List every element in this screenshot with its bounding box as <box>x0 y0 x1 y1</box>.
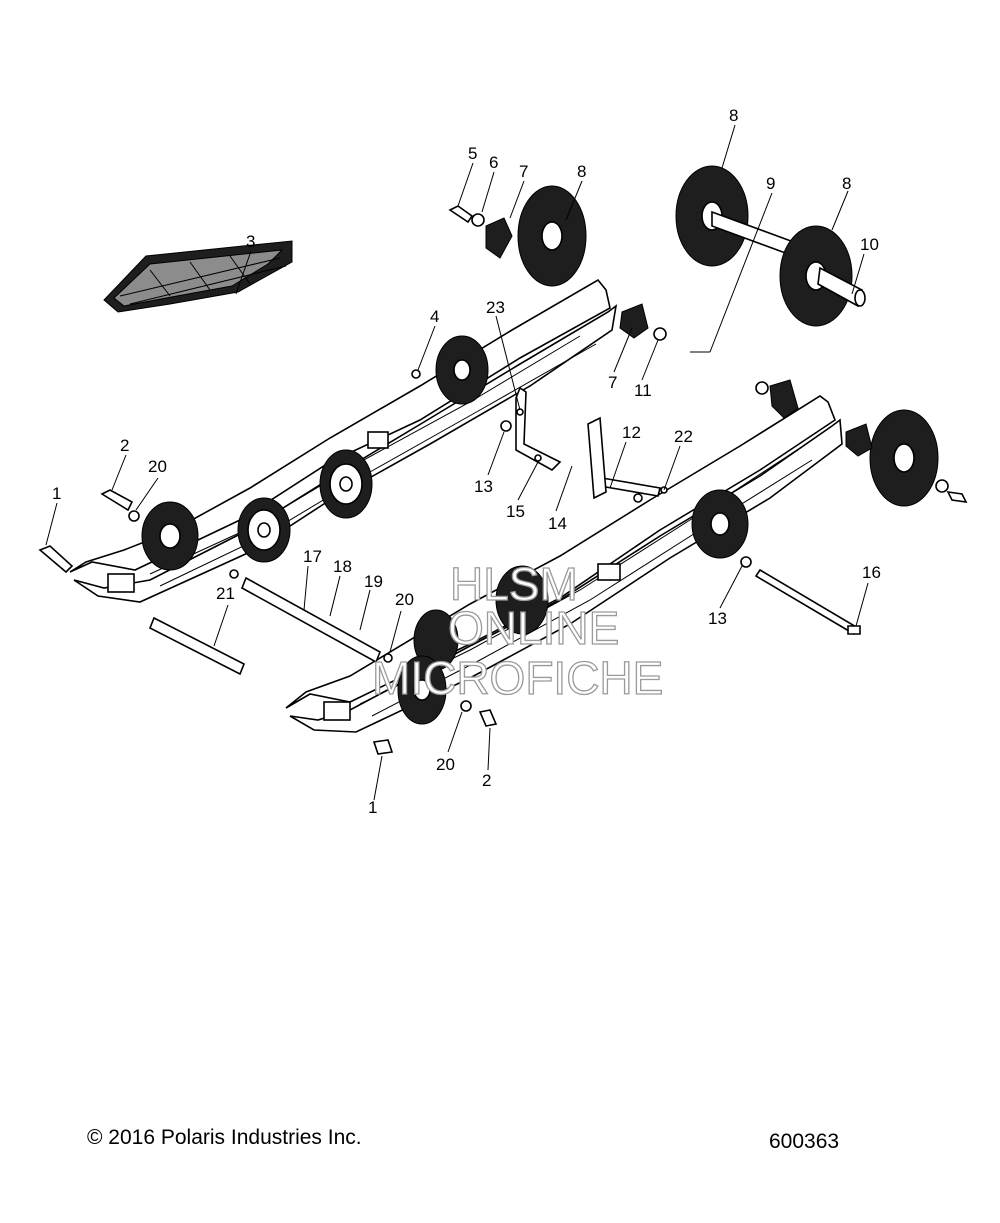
callout-8-left: 8 <box>577 162 586 181</box>
callout-13-right: 13 <box>708 609 727 628</box>
watermark: HLSM ONLINE MICROFICHE <box>371 557 664 704</box>
bracket-part <box>515 386 607 500</box>
watermark-line-3: MICROFICHE <box>372 652 663 704</box>
callout-16: 16 <box>862 563 881 582</box>
callout-14: 14 <box>548 514 567 533</box>
idler-wheel-part <box>141 335 749 725</box>
copyright-text: © 2016 Polaris Industries Inc. <box>87 1126 362 1149</box>
watermark-line-1: HLSM <box>450 558 578 610</box>
callout-23: 23 <box>486 298 505 317</box>
rear-wheel-part <box>517 165 939 507</box>
hardware-part <box>38 205 968 755</box>
callouts: 1 1 2 2 3 4 5 6 7 7 8 8 8 9 10 11 12 13 … <box>52 106 881 817</box>
callout-20-bottom: 20 <box>436 755 455 774</box>
callout-17: 17 <box>303 547 322 566</box>
spring-cap-part <box>485 217 873 457</box>
slide-pad-part <box>103 240 293 313</box>
callout-12: 12 <box>622 423 641 442</box>
cross-shaft-part <box>148 477 860 676</box>
callout-8-right: 8 <box>842 174 851 193</box>
callout-4: 4 <box>430 307 439 326</box>
diagram-number: 600363 <box>769 1130 840 1153</box>
callout-6: 6 <box>489 153 498 172</box>
callout-20-left: 20 <box>148 457 167 476</box>
callout-9: 9 <box>766 174 775 193</box>
callout-8-top: 8 <box>729 106 738 125</box>
callout-11: 11 <box>634 381 652 400</box>
callout-15: 15 <box>506 502 525 521</box>
callout-21: 21 <box>216 584 235 603</box>
callout-2-left: 2 <box>120 436 129 455</box>
callout-5: 5 <box>468 144 477 163</box>
leader-lines <box>45 124 869 801</box>
callout-19: 19 <box>364 572 383 591</box>
callout-3: 3 <box>246 232 255 251</box>
callout-18: 18 <box>333 557 352 576</box>
callout-22: 22 <box>674 427 693 446</box>
callout-13-left: 13 <box>474 477 493 496</box>
callout-10: 10 <box>860 235 879 254</box>
callout-1-left: 1 <box>52 484 61 503</box>
callout-1-right: 1 <box>368 798 377 817</box>
callout-7-top: 7 <box>519 162 528 181</box>
callout-20-middle: 20 <box>395 590 414 609</box>
callout-7-right: 7 <box>608 373 617 392</box>
callout-2-right: 2 <box>482 771 491 790</box>
watermark-line-2: ONLINE <box>448 602 619 654</box>
